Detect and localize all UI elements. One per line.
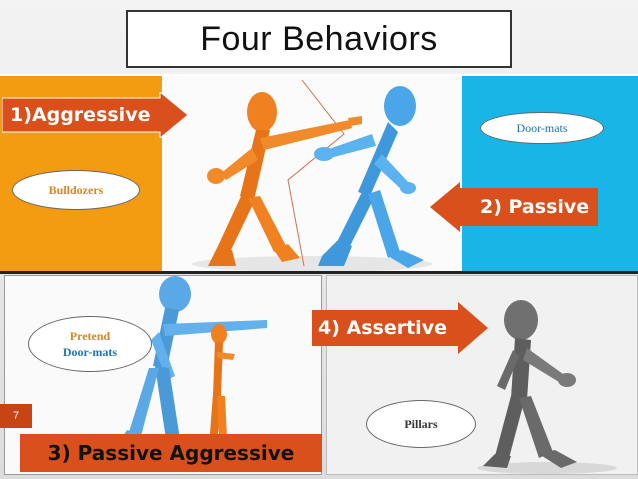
assertive-panel — [326, 275, 638, 475]
title-box: Four Behaviors — [126, 10, 512, 68]
aggressive-arrow: 1)Aggressive — [2, 92, 188, 138]
orange-figure-icon — [207, 92, 362, 266]
bulldozers-label: Bulldozers — [48, 182, 104, 197]
pretend-label: Pretend — [69, 328, 111, 343]
pretend-doormats-oval: Pretend Door-mats — [28, 316, 152, 372]
page-number: 7 — [12, 410, 20, 422]
aggressive-label: 1)Aggressive — [10, 104, 151, 126]
blue-figure-icon — [314, 86, 424, 268]
confrontation-panel — [162, 74, 462, 272]
gray-figure-icon — [483, 300, 577, 468]
divider-line — [0, 271, 638, 274]
assertive-illustration — [477, 300, 617, 474]
pillars-label: Pillars — [404, 416, 438, 431]
passive-aggressive-illustration — [115, 276, 267, 452]
slide-title: Four Behaviors — [200, 19, 438, 58]
passive-aggressive-label: 3) Passive Aggressive — [47, 441, 295, 465]
pillars-oval: Pillars — [366, 400, 476, 448]
doormats-label: Door-mats — [516, 120, 568, 135]
passive-panel — [462, 74, 638, 272]
assertive-label: 4) Assertive — [318, 317, 447, 339]
passive-label: 2) Passive — [480, 196, 590, 218]
blue-figure-icon — [115, 276, 267, 452]
confrontation-illustration — [192, 79, 432, 272]
passive-arrow: 2) Passive — [430, 182, 598, 232]
pretend-doormats-label: Door-mats — [62, 345, 118, 359]
orange-figure-icon — [209, 324, 235, 446]
bulldozers-oval: Bulldozers — [12, 170, 140, 210]
passive-aggressive-bar: 3) Passive Aggressive — [20, 434, 322, 472]
page-number-badge: 7 — [0, 404, 32, 428]
assertive-arrow: 4) Assertive — [312, 302, 488, 354]
doormats-oval: Door-mats — [480, 112, 604, 144]
